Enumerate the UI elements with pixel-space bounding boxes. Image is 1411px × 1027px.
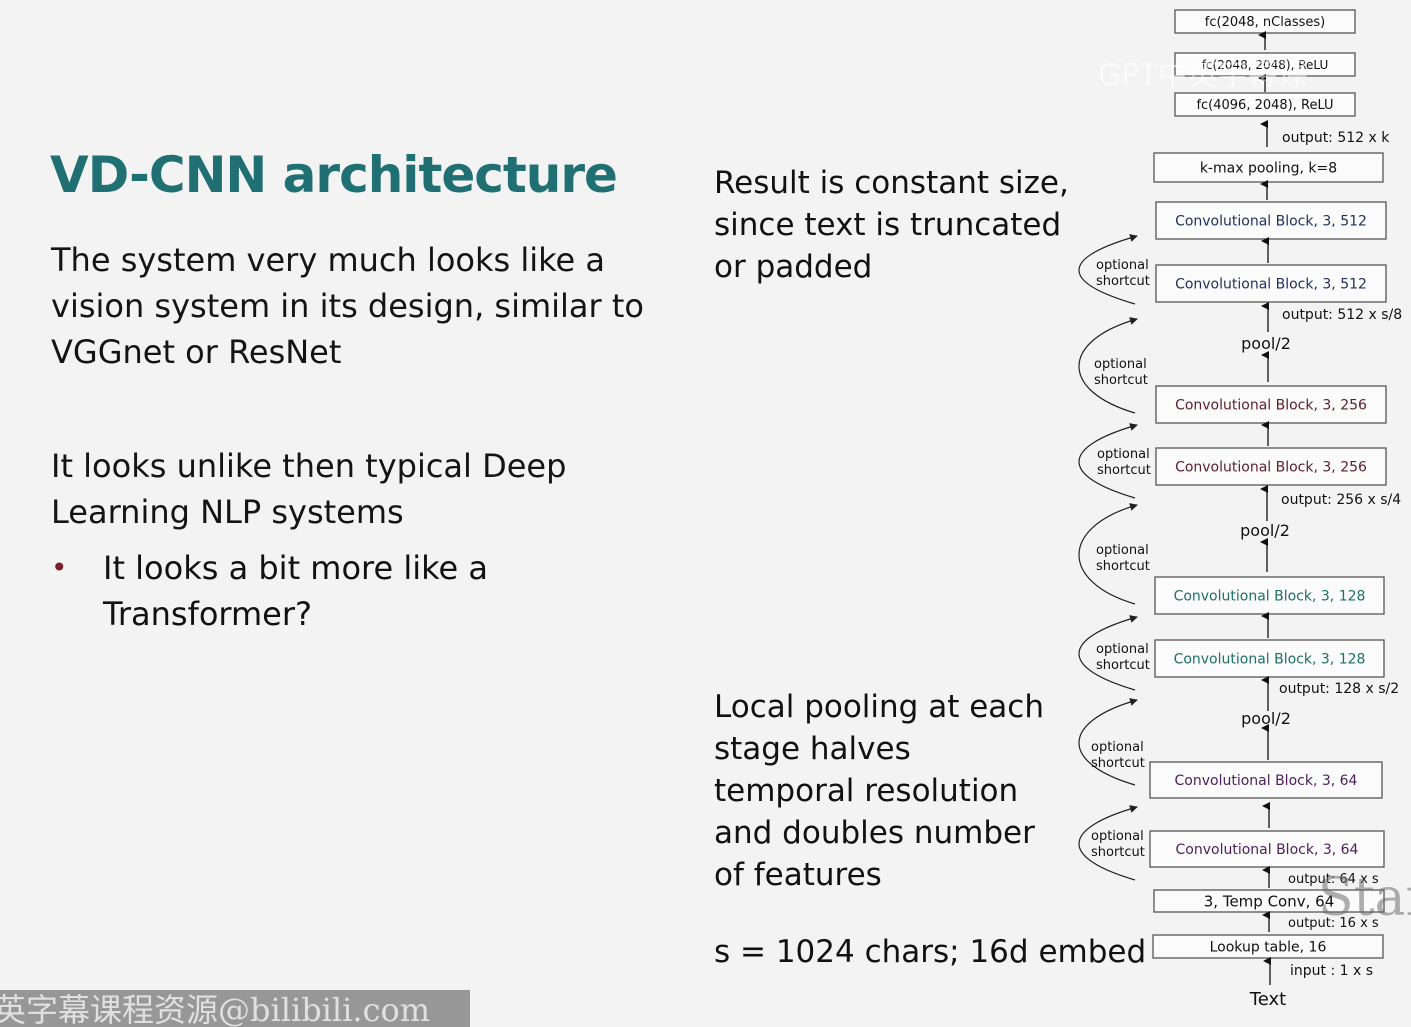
conv-block-64-b [1149, 830, 1385, 868]
stanford-watermark: Stan [1318, 868, 1411, 928]
conv-block-64-a-label: Convolutional Block, 3, 64 [1175, 773, 1358, 789]
bullet-text: It looks a bit more like a Transformer? [103, 549, 488, 633]
shortcut-128-label-1: optional [1096, 642, 1149, 657]
shortcut-64-label-2: shortcut [1091, 845, 1145, 860]
shortcut-128 [1078, 615, 1138, 691]
subtitle-watermark-bar: 英字幕课程资源@bilibili.com [0, 990, 470, 1027]
shortcut-pool1 [1078, 698, 1138, 786]
watermark-top: GPT中英字幕课 [1098, 58, 1308, 93]
conv-block-128-b-label: Convolutional Block, 3, 128 [1174, 652, 1366, 668]
conv-block-512-a [1155, 201, 1387, 240]
intro-paragraph: The system very much looks like a vision… [51, 241, 644, 371]
subtitle-watermark-text: 英字幕课程资源@bilibili.com [0, 991, 431, 1027]
shortcut-256 [1078, 423, 1138, 499]
conv-block-256-a-label: Convolutional Block, 3, 256 [1175, 398, 1367, 414]
shortcut-pool2-label-1: optional [1096, 543, 1149, 558]
comparison-paragraph: It looks unlike then typical Deep Learni… [51, 447, 567, 531]
shortcut-pool2 [1078, 503, 1138, 605]
conv-block-512-b [1155, 264, 1387, 303]
shortcut-64-label-1: optional [1091, 829, 1144, 844]
bullet-marker: • [51, 551, 68, 584]
conv-block-64-a [1149, 761, 1383, 799]
shortcut-64 [1078, 805, 1138, 881]
conv-block-256-b [1155, 447, 1387, 486]
conv-block-128-b [1154, 639, 1385, 678]
conv-block-128-a-label: Convolutional Block, 3, 128 [1174, 589, 1366, 605]
output-64-label: output: 64 x s [1288, 872, 1379, 887]
output-512-label: output: 512 x s/8 [1282, 307, 1402, 323]
pool-1-label: pool/2 [1241, 709, 1291, 728]
slide-title: VD-CNN architecture [50, 146, 618, 204]
output-kmax-label: output: 512 x k [1282, 130, 1390, 146]
conv-block-256-a [1155, 385, 1387, 424]
pool-2-label: pool/2 [1240, 521, 1290, 540]
shortcut-256-label-1: optional [1097, 447, 1150, 462]
lookup-table-box-label: Lookup table, 16 [1210, 940, 1327, 956]
fc-2048-box-label: fc(2048, 2048), ReLU [1202, 58, 1329, 72]
kmax-pooling-box-label: k-max pooling, k=8 [1200, 161, 1337, 177]
shortcut-512 [1078, 234, 1138, 305]
fc-4096-box [1174, 92, 1356, 117]
shortcut-pool1-label-1: optional [1091, 740, 1144, 755]
shortcut-512-label-1: optional [1096, 258, 1149, 273]
conv-block-512-a-label: Convolutional Block, 3, 512 [1175, 214, 1367, 230]
fc-4096-box-label: fc(4096, 2048), ReLU [1196, 98, 1333, 113]
shortcut-512-label-2: shortcut [1096, 274, 1150, 289]
shortcut-pool2-label-2: shortcut [1096, 559, 1150, 574]
output-128-label: output: 128 x s/2 [1279, 681, 1399, 697]
note-local-pooling: Local pooling at each stage halves tempo… [714, 689, 1044, 893]
architecture-diagram: fc(2048, nClasses) fc(2048, 2048), ReLU fc… [1078, 9, 1402, 1010]
output-16-label: output: 16 x s [1288, 916, 1379, 931]
note-parameters: s = 1024 chars; 16d embed [714, 934, 1147, 970]
input-size-label: input : 1 x s [1290, 963, 1373, 979]
conv-block-512-b-label: Convolutional Block, 3, 512 [1175, 277, 1367, 293]
shortcut-pool3-label-1: optional [1094, 357, 1147, 372]
kmax-pooling-box [1153, 152, 1384, 183]
shortcut-pool3-label-2: shortcut [1094, 373, 1148, 388]
output-256-label: output: 256 x s/4 [1281, 492, 1401, 508]
fc-classes-box-label: fc(2048, nClasses) [1205, 15, 1325, 30]
conv-block-256-b-label: Convolutional Block, 3, 256 [1175, 460, 1367, 476]
shortcut-pool3 [1078, 317, 1138, 414]
shortcut-128-label-2: shortcut [1096, 658, 1150, 673]
pool-3-label: pool/2 [1241, 334, 1291, 353]
conv-block-64-b-label: Convolutional Block, 3, 64 [1176, 842, 1359, 858]
note-constant-size: Result is constant size, since text is t… [714, 165, 1069, 285]
shortcut-256-label-2: shortcut [1097, 463, 1151, 478]
shortcut-pool1-label-2: shortcut [1091, 756, 1145, 771]
conv-block-128-a [1154, 576, 1385, 615]
temp-conv-box-label: 3, Temp Conv, 64 [1204, 892, 1334, 910]
text-input-label: Text [1249, 989, 1286, 1010]
